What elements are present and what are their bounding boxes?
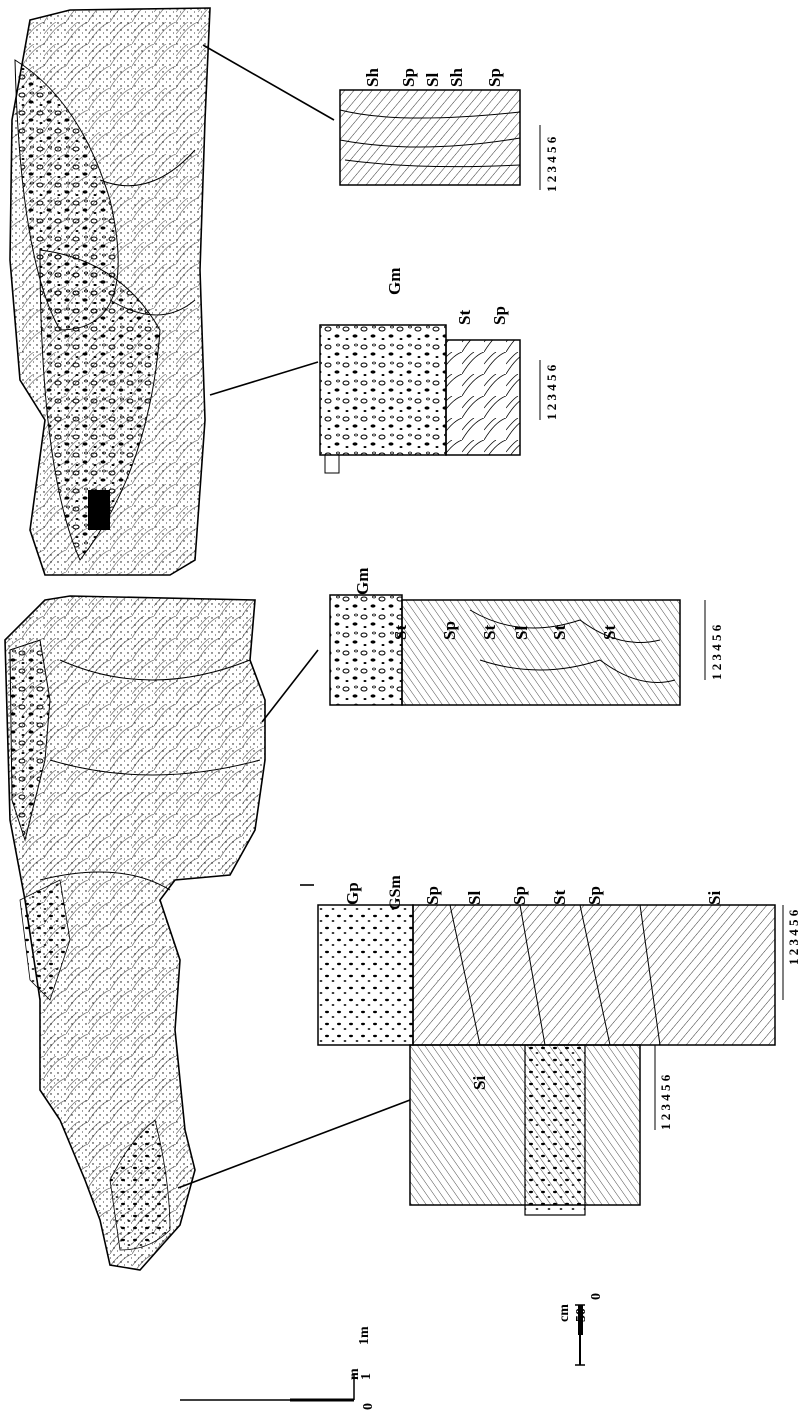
- scale-zero: 0: [589, 1293, 604, 1300]
- section-panel-2: Gm St Sp 1 2 3 4 5 6: [320, 268, 559, 473]
- facies-label: St: [600, 625, 619, 640]
- facies-label: St: [455, 310, 474, 325]
- facies-label: Sp: [585, 886, 604, 905]
- scale-top: 1: [359, 1373, 374, 1380]
- facies-label: Sp: [440, 621, 459, 640]
- facies-label: Sp: [423, 886, 442, 905]
- section-panel-3: Gm St Sp St Sl St St 1 2 3 4 5 6: [330, 568, 724, 705]
- symbol-box: [325, 455, 339, 473]
- facies-label: Sl: [423, 73, 442, 87]
- grain-size-scale: 1 2 3 4 5 6: [658, 1074, 673, 1130]
- connector-line: [210, 362, 318, 395]
- connector-line: [262, 650, 318, 722]
- grain-size-scale: 1 2 3 4 5 6: [544, 364, 559, 420]
- facies-label: St: [550, 890, 569, 905]
- cm-scale-bar: cm 50 0: [557, 1293, 604, 1365]
- section-panel-5: Si 1 2 3 4 5 6: [410, 1045, 673, 1215]
- grain-size-scale: 1 2 3 4 5 6: [709, 624, 724, 680]
- connector-line: [178, 1100, 410, 1188]
- outcrop-sketch-upper: [10, 8, 210, 575]
- facies-label: Sp: [490, 306, 509, 325]
- facies-label: Sl: [465, 891, 484, 905]
- m-scale-bar: m 1 0 1m: [180, 1326, 376, 1410]
- scale-zero: 0: [361, 1403, 376, 1410]
- section-panel-1: Sh Sp Sl Sh Sp 1 2 3 4 5 6: [340, 68, 559, 192]
- scale-top: 50: [574, 1308, 589, 1322]
- facies-label: Sl: [512, 626, 531, 640]
- facies-label: GSm: [387, 875, 404, 910]
- facies-label: Gm: [385, 268, 404, 295]
- facies-label: Sh: [363, 68, 382, 87]
- connector-line: [203, 45, 334, 120]
- outcrop-sketch-lower: [5, 596, 265, 1270]
- grain-size-scale: 1 2 3 4 5 6: [544, 136, 559, 192]
- section-panel-4: Gp GSm Sp Sl Sp St Sp Si 1 2 3 4 5 6: [318, 875, 801, 1045]
- facies-label: St: [550, 625, 569, 640]
- facies-label: St: [480, 625, 499, 640]
- facies-label: Sp: [485, 68, 504, 87]
- facies-label: Si: [705, 891, 724, 905]
- facies-label: Sp: [510, 886, 529, 905]
- backpack-symbol: [88, 490, 110, 530]
- facies-label: Si: [470, 1076, 489, 1090]
- scale-right: 1m: [357, 1326, 372, 1345]
- scale-unit: cm: [557, 1304, 572, 1322]
- facies-label: Gm: [353, 568, 372, 595]
- facies-label: Sh: [447, 68, 466, 87]
- facies-label: St: [391, 625, 410, 640]
- facies-label: Gp: [343, 882, 362, 905]
- grain-size-scale: 1 2 3 4 5 6: [786, 909, 801, 965]
- facies-label: Sp: [399, 68, 418, 87]
